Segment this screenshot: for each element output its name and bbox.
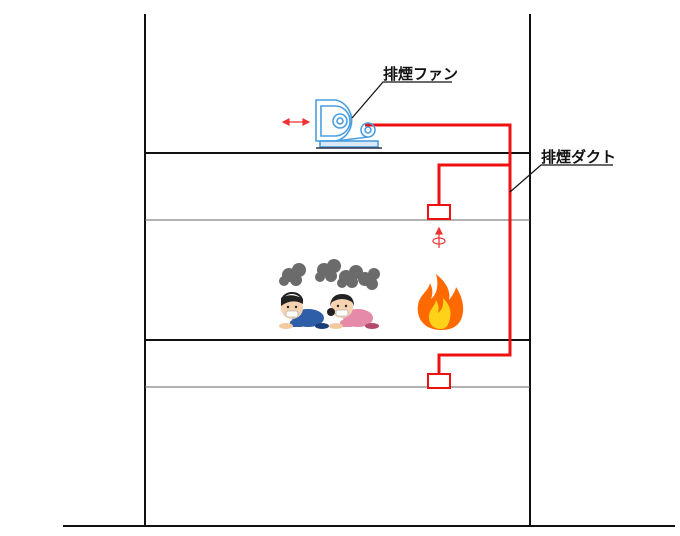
fire-icon xyxy=(417,274,464,330)
duct-label: 排煙ダクト xyxy=(541,148,617,166)
crawling-person-icon xyxy=(327,294,379,329)
smoke-cloud xyxy=(315,259,341,282)
smoke-cloud xyxy=(279,263,306,286)
smoke-cloud xyxy=(337,265,363,288)
smoke-cloud-icon xyxy=(279,259,380,290)
rotating-arrow-icon xyxy=(432,226,446,248)
crawling-person-icon xyxy=(279,291,329,329)
duct-main-riser xyxy=(365,123,512,374)
exhaust-fan-icon xyxy=(315,99,382,149)
duct-leader xyxy=(509,164,613,193)
airflow-arrow-icon xyxy=(281,118,311,126)
fan-leader xyxy=(351,81,452,119)
fan-label: 排煙ファン xyxy=(383,65,459,83)
label-leaders xyxy=(351,81,613,193)
duct-upper-branch xyxy=(437,163,510,205)
smoke-vent-upper xyxy=(427,204,451,220)
building-structure xyxy=(63,14,675,527)
smoke-vent-lower xyxy=(427,373,451,389)
smoke-cloud xyxy=(358,268,380,290)
exhaust-duct xyxy=(365,123,512,389)
